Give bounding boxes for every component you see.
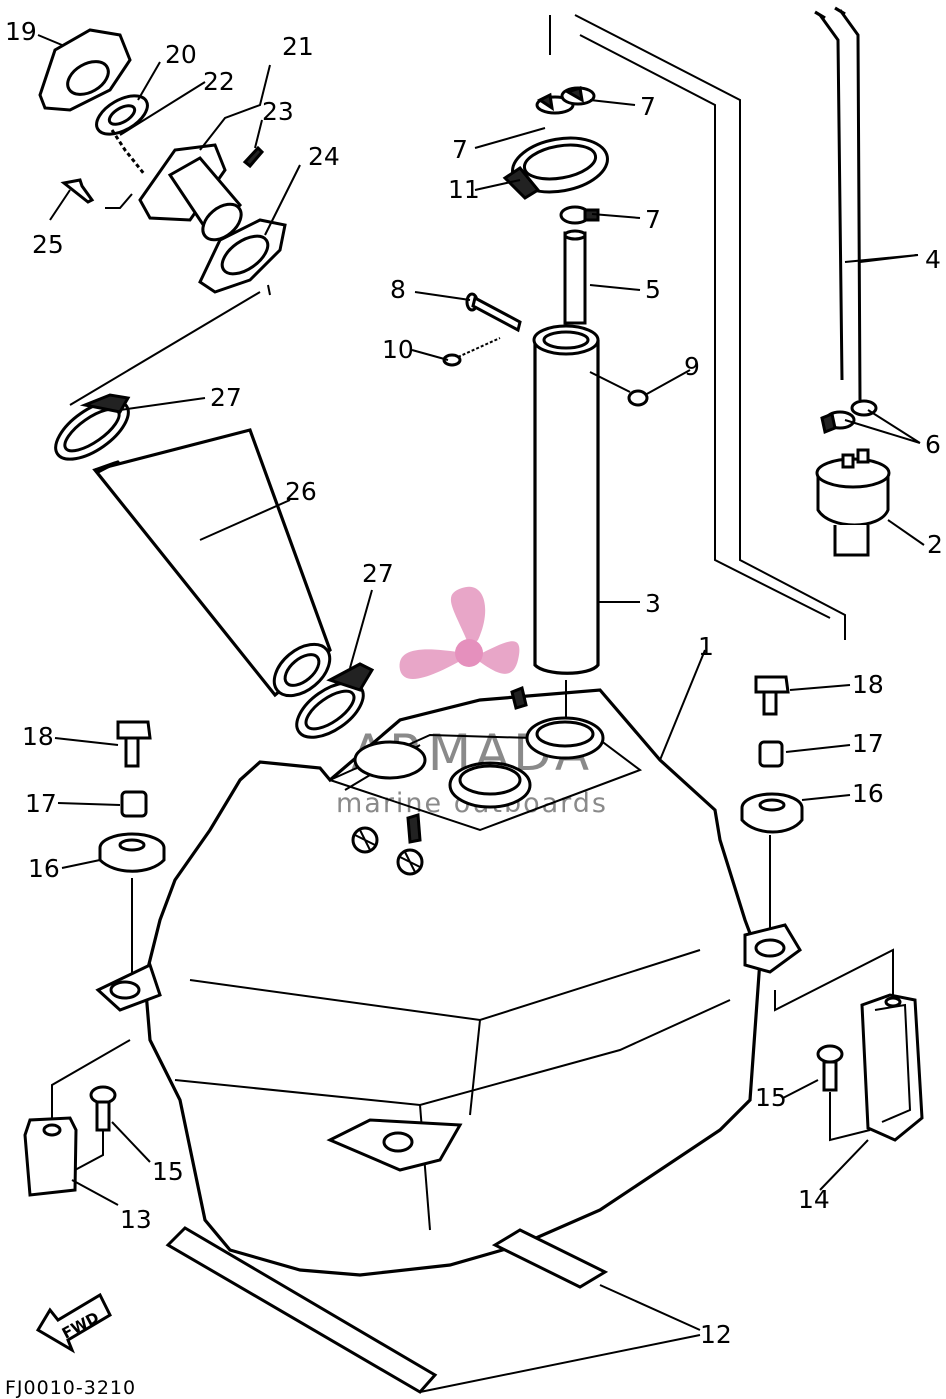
hose-5 [563, 231, 587, 325]
callout-13: 13 [120, 1205, 152, 1234]
leader-lines [37, 34, 925, 1206]
drawing-code: FJ0010-3210 [5, 1377, 136, 1399]
bolt-15-right [816, 1044, 871, 1142]
callout-8: 8 [390, 275, 406, 304]
callout-2: 2 [927, 530, 943, 559]
callout-25: 25 [32, 230, 64, 259]
pickup-tube-3 [532, 324, 600, 675]
clamp-27-bottom [295, 662, 375, 739]
screw-10 [442, 337, 501, 367]
callout-20: 20 [165, 40, 197, 69]
callout-7-c: 7 [645, 205, 661, 234]
fuel-lines-4 [814, 6, 862, 401]
hose-26 [92, 428, 332, 698]
clamp-11 [502, 136, 609, 200]
callout-9: 9 [684, 352, 700, 381]
right-mount [740, 675, 804, 930]
callout-27-a: 27 [210, 383, 242, 412]
callout-18-a: 18 [22, 722, 54, 751]
callout-6: 6 [925, 430, 941, 459]
filler-neck-21 [138, 143, 243, 242]
filler-cap-assembly [38, 28, 287, 296]
callout-17-a: 17 [25, 789, 57, 818]
clip-7-lower [559, 205, 600, 225]
grommet-16-left [98, 832, 166, 873]
callout-16-b: 16 [852, 779, 884, 808]
callout-18-b: 18 [852, 670, 884, 699]
collar-17-right [758, 740, 784, 768]
fuel-tank-1 [95, 649, 802, 1277]
fuel-filter-2 [815, 448, 891, 557]
clip-7-top [535, 86, 596, 115]
callout-11: 11 [448, 175, 480, 204]
screw-23 [242, 145, 265, 169]
grommet-16-right [740, 792, 804, 834]
callout-15-b: 15 [755, 1083, 787, 1112]
straps-12 [165, 1226, 701, 1394]
bracket-14 [774, 948, 924, 1142]
bolt-15-left [74, 1085, 117, 1171]
callout-23: 23 [262, 97, 294, 126]
collar-17-left [120, 790, 148, 818]
callout-5: 5 [645, 275, 661, 304]
callout-16-a: 16 [28, 854, 60, 883]
callout-26: 26 [285, 477, 317, 506]
callout-7-b: 7 [452, 135, 468, 164]
callout-10: 10 [382, 335, 414, 364]
callout-24: 24 [308, 142, 340, 171]
callout-21: 21 [282, 32, 314, 61]
callout-17-b: 17 [852, 729, 884, 758]
bolt-18-left [116, 720, 152, 768]
chain-22 [110, 129, 147, 176]
filler-hose-assembly [54, 393, 375, 739]
propeller-logo [399, 586, 520, 679]
clips-6 [820, 399, 878, 435]
bolt-18-right [754, 675, 790, 716]
filter-assembly [814, 6, 891, 557]
bracket-13 [23, 1039, 131, 1197]
bolt-8 [465, 292, 522, 333]
clamp-27-top [54, 393, 131, 461]
callout-labels: 1 2 3 4 5 6 7 7 7 8 9 10 11 12 13 14 15 … [5, 17, 943, 1349]
fwd-arrow: FWD [35, 1292, 112, 1354]
pickup-tube-assembly [442, 86, 649, 728]
callout-15-a: 15 [152, 1157, 184, 1186]
callout-14: 14 [798, 1185, 830, 1214]
callout-19: 19 [5, 17, 37, 46]
screw-25 [60, 178, 95, 204]
gasket-24 [198, 218, 287, 294]
left-mount [98, 720, 166, 975]
washer-9 [627, 389, 649, 407]
callout-22: 22 [203, 67, 235, 96]
callout-7-a: 7 [640, 92, 656, 121]
callout-3: 3 [645, 589, 661, 618]
callout-4: 4 [925, 245, 941, 274]
callout-27-b: 27 [362, 559, 394, 588]
callout-12: 12 [700, 1320, 732, 1349]
callout-1: 1 [698, 632, 714, 661]
